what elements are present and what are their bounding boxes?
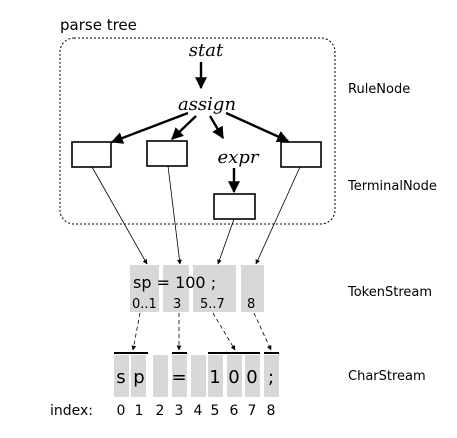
parse-tree-title: parse tree <box>60 16 137 34</box>
char-cell <box>114 355 129 397</box>
token-range-2: 5..7 <box>200 297 225 312</box>
char-3: = <box>171 367 186 388</box>
index-3: 3 <box>175 403 184 419</box>
token-block-semi <box>241 265 264 312</box>
char-cell <box>191 355 206 397</box>
terminal-node-eq <box>146 140 188 167</box>
edge-assign-term1 <box>110 111 189 144</box>
parse-tree-region <box>59 37 336 225</box>
rule-node-expr: expr <box>218 147 260 168</box>
edge-assign-expr <box>208 115 225 140</box>
char-5: 1 <box>209 367 220 388</box>
label-terminal-node: TerminalNode <box>347 179 437 194</box>
link-term2-token <box>167 165 182 265</box>
char-cell <box>153 355 168 397</box>
edge-assign-term2 <box>171 115 197 140</box>
index-0: 0 <box>117 403 126 419</box>
edge-assign-term4 <box>225 111 290 143</box>
token-block-eq <box>163 265 189 312</box>
index-1: 1 <box>135 403 144 419</box>
char-0: s <box>116 367 125 388</box>
rule-node-assign: assign <box>178 94 236 115</box>
char-cell <box>131 355 146 397</box>
token-range-1: 3 <box>173 297 181 312</box>
terminal-node-num <box>213 193 256 220</box>
rule-node-stat: stat <box>189 40 224 61</box>
char-cell <box>227 355 242 397</box>
index-4: 4 <box>194 403 203 419</box>
label-token-stream: TokenStream <box>347 285 432 300</box>
token-stream-text: sp = 100 ; <box>133 273 216 292</box>
link-term3-token <box>217 218 235 265</box>
char-cell <box>245 355 260 397</box>
token-range-3: 8 <box>247 297 255 312</box>
char-8: ; <box>268 367 274 388</box>
link-token2-chars <box>212 312 236 351</box>
index-2: 2 <box>156 403 165 419</box>
char-stream <box>114 355 279 397</box>
char-7: 0 <box>246 367 257 388</box>
char-cell <box>264 355 279 397</box>
char-6: 0 <box>228 367 239 388</box>
char-1: p <box>133 367 144 388</box>
char-cell <box>208 355 223 397</box>
token-block-num <box>193 265 236 312</box>
index-6: 6 <box>230 403 239 419</box>
index-7: 7 <box>248 403 257 419</box>
token-block-sp <box>130 265 159 312</box>
terminal-node-semi <box>280 141 322 168</box>
token-range-0: 0..1 <box>132 297 157 312</box>
label-char-stream: CharStream <box>348 369 426 384</box>
link-term4-token <box>255 166 301 265</box>
link-token3-chars <box>253 312 272 351</box>
label-rule-node: RuleNode <box>348 82 410 97</box>
link-term1-token <box>91 166 148 265</box>
link-token0-chars <box>131 312 141 351</box>
index-label: index: <box>50 403 93 419</box>
index-5: 5 <box>211 403 220 419</box>
index-8: 8 <box>267 403 276 419</box>
terminal-node-sp <box>71 141 112 168</box>
char-cell <box>172 355 187 397</box>
